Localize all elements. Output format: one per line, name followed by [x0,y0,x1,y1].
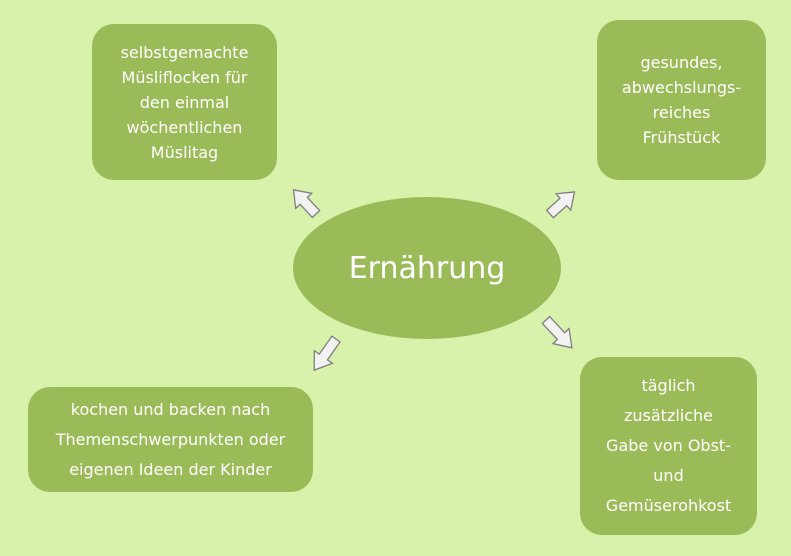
node-top-right: gesundes, abwechslungs- reiches Frühstüc… [597,20,766,180]
center-node: Ernährung [293,197,561,339]
arrow-to-bottom-right-icon [541,315,573,349]
node-bottom-right-text: täglich zusätzliche Gabe von Obst- und G… [605,376,732,515]
arrow-to-top-left-icon [292,189,321,219]
center-node-label: Ernährung [348,250,506,286]
arrow-to-top-right-icon [545,191,576,219]
node-bottom-left-text: kochen und backen nach Themenschwerpunkt… [55,399,286,479]
node-bottom-left: kochen und backen nach Themenschwerpunkt… [28,387,313,492]
node-top-left-text: selbstgemachte Müsliflocken für den einm… [120,42,249,162]
node-bottom-right: täglich zusätzliche Gabe von Obst- und G… [580,357,757,535]
node-top-right-text: gesundes, abwechslungs- reiches Frühstüc… [621,53,742,147]
arrow-to-bottom-left-icon [313,335,342,372]
node-top-left: selbstgemachte Müsliflocken für den einm… [92,24,277,180]
